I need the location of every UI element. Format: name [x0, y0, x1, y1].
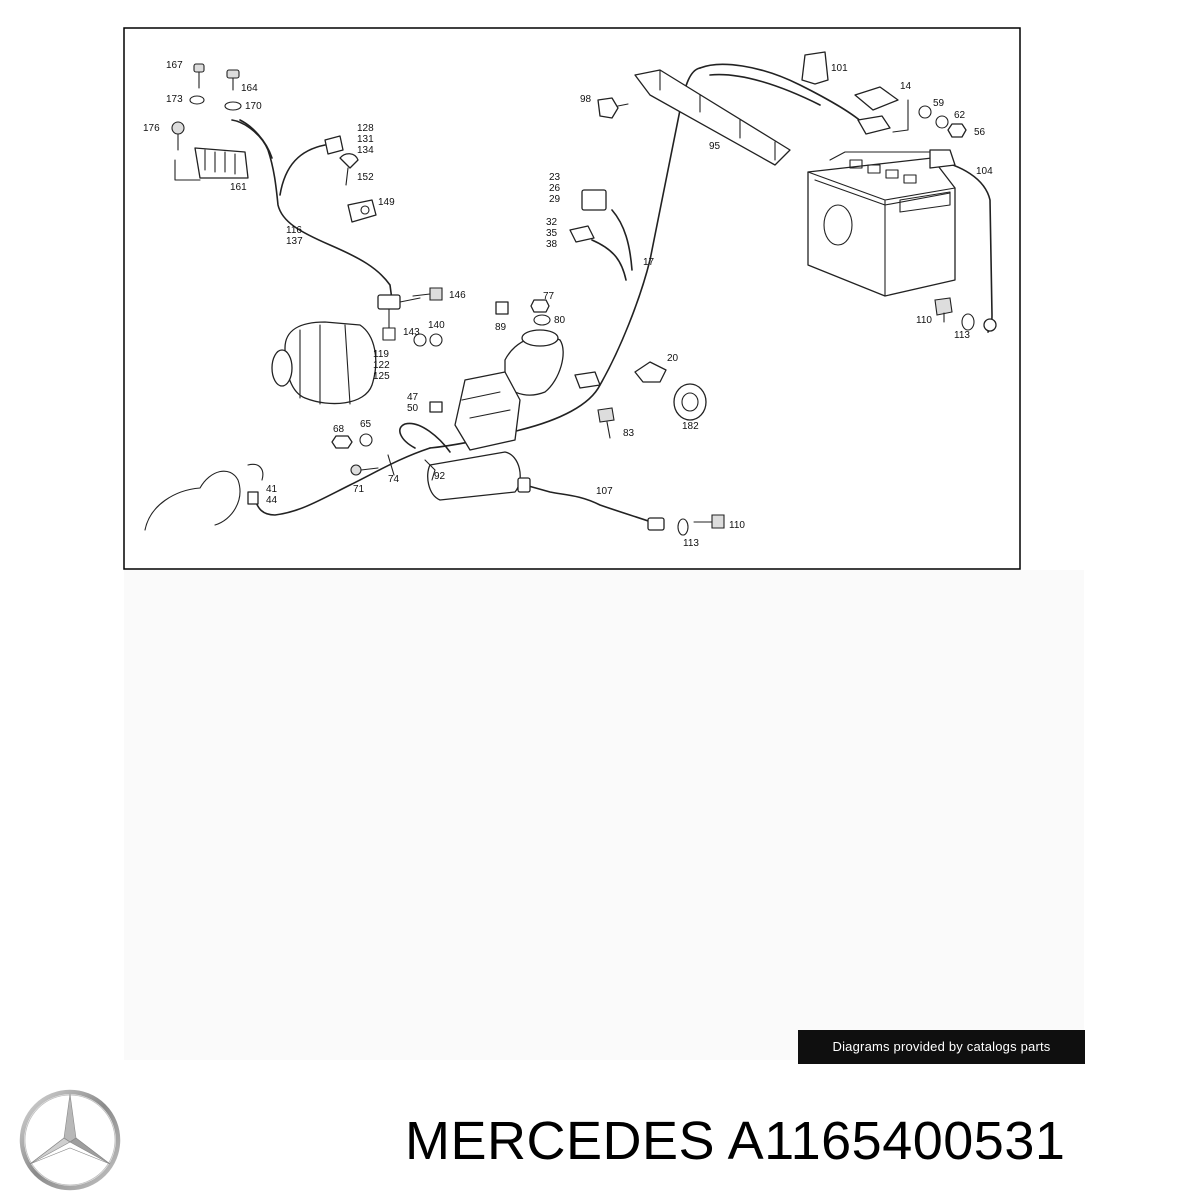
callout-74: 74: [388, 474, 400, 485]
diagram-credit-badge: Diagrams provided by catalogs parts: [798, 1030, 1085, 1064]
callout-107: 107: [596, 486, 613, 497]
battery-drawing: [807, 149, 997, 333]
callout-164: 164: [241, 83, 258, 94]
background-panel: [124, 570, 1084, 1060]
parts-diagram: 167 173 164 170 176 161 128 131 134 152 …: [123, 27, 1021, 570]
callout-140: 140: [428, 320, 445, 331]
callout-83: 83: [623, 428, 635, 439]
callout-131: 131: [357, 134, 374, 145]
callout-38: 38: [546, 239, 558, 250]
part-title: MERCEDES A1165400531: [405, 1111, 1066, 1171]
callout-113-starter: 113: [683, 538, 699, 549]
callout-149: 149: [378, 197, 395, 208]
callout-23: 23: [549, 172, 561, 183]
starter-motor-drawing: [427, 329, 665, 531]
callout-14: 14: [900, 81, 912, 92]
callout-62: 62: [954, 110, 966, 121]
callout-68: 68: [333, 424, 345, 435]
callout-137: 137: [286, 236, 303, 247]
callout-116: 116: [286, 225, 302, 236]
callout-128: 128: [357, 123, 374, 134]
callout-143: 143: [403, 327, 420, 338]
callout-104: 104: [976, 166, 993, 177]
small-components: [144, 51, 975, 536]
callout-146: 146: [449, 290, 466, 301]
callout-161: 161: [230, 182, 247, 193]
callout-59: 59: [933, 98, 945, 109]
callout-173: 173: [166, 94, 183, 105]
callout-77: 77: [543, 291, 555, 302]
callout-125: 125: [373, 371, 390, 382]
cable-channel-drawing: [634, 69, 791, 166]
callout-110-starter: 110: [729, 520, 745, 531]
callout-98: 98: [580, 94, 592, 105]
callout-95: 95: [709, 141, 721, 152]
callout-122: 122: [373, 360, 390, 371]
callout-170: 170: [245, 101, 262, 112]
callout-32: 32: [546, 217, 558, 228]
callout-71: 71: [353, 484, 365, 495]
mercedes-star-icon: [19, 1089, 121, 1191]
callout-29: 29: [549, 194, 561, 205]
callout-134: 134: [357, 145, 374, 156]
callout-labels: 167 173 164 170 176 161 128 131 134 152 …: [143, 60, 993, 549]
callout-50: 50: [407, 403, 419, 414]
callout-167: 167: [166, 60, 183, 71]
callout-110-battery: 110: [916, 315, 932, 326]
callout-17: 17: [643, 257, 655, 268]
callout-65: 65: [360, 419, 372, 430]
callout-41: 41: [266, 484, 278, 495]
callout-26: 26: [549, 183, 561, 194]
callout-56: 56: [974, 127, 986, 138]
callout-80: 80: [554, 315, 566, 326]
callout-182: 182: [682, 421, 699, 432]
alternator-drawing: [271, 321, 377, 405]
callout-47: 47: [407, 392, 419, 403]
callout-152: 152: [357, 172, 374, 183]
callout-44: 44: [266, 495, 278, 506]
callout-89: 89: [495, 322, 507, 333]
callout-119: 119: [373, 349, 389, 360]
callout-101: 101: [831, 63, 848, 74]
callout-35: 35: [546, 228, 558, 239]
callout-113-battery: 113: [954, 330, 970, 341]
callout-92: 92: [434, 471, 446, 482]
callout-20: 20: [667, 353, 679, 364]
callout-176: 176: [143, 123, 160, 134]
